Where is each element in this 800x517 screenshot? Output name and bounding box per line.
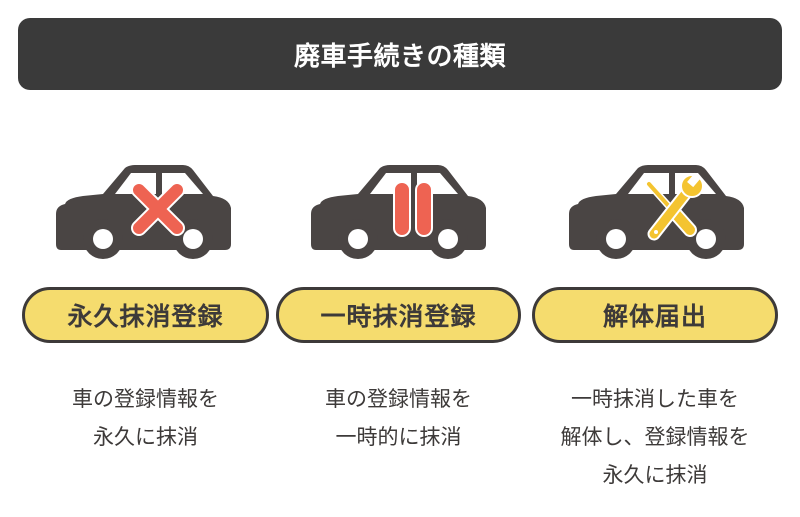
- pill-label: 一時抹消登録: [320, 302, 477, 331]
- car-cross-icon: [56, 165, 231, 259]
- pill-label: 永久抹消登録: [67, 302, 224, 331]
- dismantling-notification-description: 一時抹消した車を 解体し、登録情報を 永久に抹消: [532, 380, 778, 494]
- pill-label: 解体届出: [602, 302, 707, 331]
- title-banner: 廃車手続きの種類: [18, 18, 782, 90]
- description-line: 永久に抹消: [602, 463, 708, 487]
- description-line: 一時的に抹消: [335, 425, 462, 449]
- dismantling-notification-label: 解体届出: [532, 287, 778, 343]
- description-line: 車の登録情報を: [72, 387, 219, 411]
- permanent-deregistration-label: 永久抹消登録: [22, 287, 269, 343]
- temporary-deregistration-description: 車の登録情報を 一時的に抹消: [276, 380, 521, 456]
- car-pause-icon: [311, 165, 486, 259]
- description-line: 一時抹消した車を: [571, 387, 739, 411]
- description-line: 車の登録情報を: [325, 387, 472, 411]
- permanent-deregistration-description: 車の登録情報を 永久に抹消: [22, 380, 269, 456]
- wrench-icon: [647, 172, 704, 241]
- description-line: 永久に抹消: [93, 425, 198, 449]
- page-title: 廃車手続きの種類: [293, 41, 506, 72]
- temporary-deregistration-label: 一時抹消登録: [276, 287, 521, 343]
- description-line: 解体し、登録情報を: [560, 425, 750, 449]
- car-tools-icon: [569, 165, 744, 259]
